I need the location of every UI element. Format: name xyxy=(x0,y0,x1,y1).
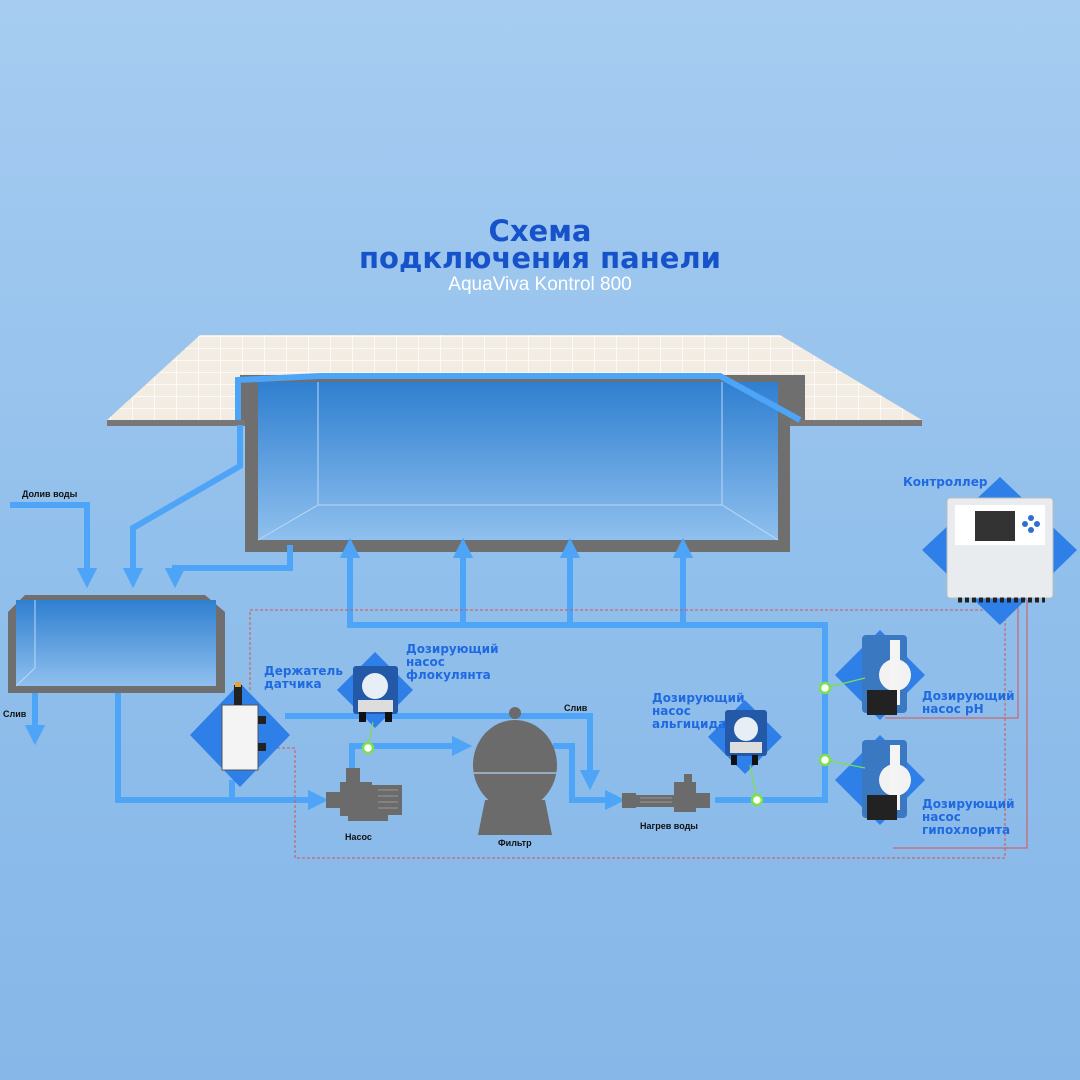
water-heater[interactable] xyxy=(622,774,710,812)
circulation-pump[interactable] xyxy=(326,768,402,821)
label-line: Дозирующий xyxy=(922,689,1014,703)
injection-points xyxy=(361,677,866,807)
flocculant-pump[interactable] xyxy=(353,666,398,722)
label-drain-left: Слив xyxy=(3,709,27,719)
ph-pump[interactable] xyxy=(862,635,911,715)
label-line: Дозирующий xyxy=(922,797,1014,811)
title-line1: Схема xyxy=(488,214,592,248)
title-line2: подключения панели xyxy=(358,241,722,275)
label-line: насос xyxy=(406,655,445,669)
pipes xyxy=(10,425,828,811)
label-line: насос xyxy=(652,704,691,718)
label-line: Держатель xyxy=(264,664,343,678)
label-line: гипохлорита xyxy=(922,823,1010,837)
sensor-holder[interactable] xyxy=(221,682,266,771)
label-pump: Насос xyxy=(345,832,372,842)
label-line: флокулянта xyxy=(406,668,491,682)
label-ph-pump: Дозирующий насос pH xyxy=(922,689,1014,716)
label-heater: Нагрев воды xyxy=(640,821,698,831)
label-line: насос pH xyxy=(922,702,984,716)
algicide-pump[interactable] xyxy=(725,710,767,765)
label-hypochlorite-pump: Дозирующий насос гипохлорита xyxy=(922,797,1014,837)
label-line: Дозирующий xyxy=(652,691,744,705)
label-filter: Фильтр xyxy=(498,838,532,848)
label-line: датчика xyxy=(264,677,322,691)
label-line: Дозирующий xyxy=(406,642,498,656)
label-line: альгицида xyxy=(652,717,726,731)
balance-tank xyxy=(8,595,225,693)
hypochlorite-pump[interactable] xyxy=(862,740,911,820)
pool xyxy=(107,335,922,552)
label-algicide-pump: Дозирующий насос альгицида xyxy=(652,691,744,731)
sand-filter[interactable] xyxy=(473,707,557,835)
label-line: насос xyxy=(922,810,961,824)
label-controller: Контроллер xyxy=(903,475,988,489)
signal-wiring xyxy=(249,600,1028,859)
controller[interactable] xyxy=(946,497,1054,603)
label-water-refill: Долив воды xyxy=(22,489,78,499)
label-sensor-holder: Держатель датчика xyxy=(264,664,343,691)
label-flocculant-pump: Дозирующий насос флокулянта xyxy=(406,642,498,682)
subtitle: AquaViva Kontrol 800 xyxy=(448,274,632,295)
label-drain-right: Слив xyxy=(564,703,588,713)
